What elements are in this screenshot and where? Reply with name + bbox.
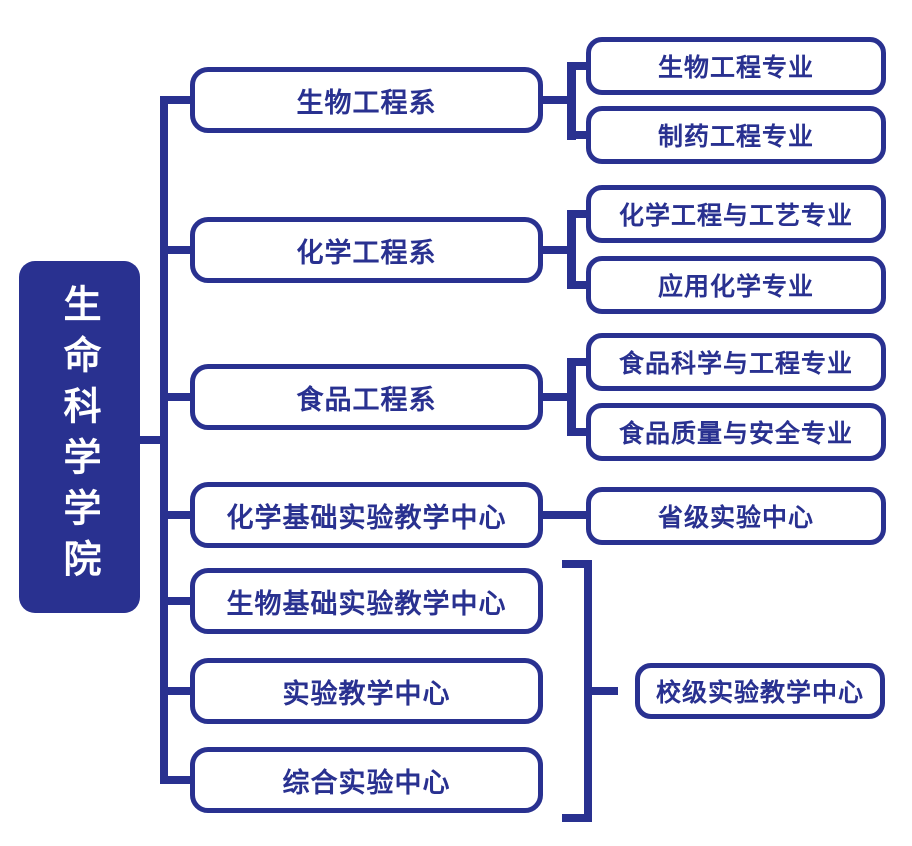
connector-fork3-vertical: [567, 358, 576, 436]
major-node-label: 应用化学专业: [657, 272, 814, 301]
connector-fork2-horizontal: [543, 246, 576, 254]
major-node-label: 食品科学与工程专业: [618, 349, 853, 378]
major-node-label: 化学工程与工艺专业: [618, 201, 853, 230]
center-node-label: 实验教学中心: [282, 678, 451, 710]
center-node-label: 综合实验中心: [282, 767, 451, 799]
dept-node-chem-engineering: 化学工程系: [190, 217, 543, 283]
connector-fork1-vertical: [567, 62, 576, 140]
major-node-pharma-engineering: 制药工程专业: [586, 106, 886, 164]
connector-branch-3: [164, 393, 192, 401]
connector-fork1-horizontal: [543, 96, 576, 104]
center-node-bio-basic-lab: 生物基础实验教学中心: [190, 568, 543, 634]
root-node-label: 生命科学学院: [57, 284, 101, 590]
major-node-food-quality-safety: 食品质量与安全专业: [586, 403, 886, 461]
major-node-label: 制药工程专业: [657, 122, 814, 151]
center-node-chem-basic-lab: 化学基础实验教学中心: [190, 482, 543, 548]
dept-node-bio-engineering: 生物工程系: [190, 67, 543, 133]
center-node-label: 校级实验教学中心: [655, 678, 864, 707]
connector-branch-1: [164, 96, 192, 104]
connector-fork3-horizontal: [543, 393, 576, 401]
dept-node-food-engineering: 食品工程系: [190, 364, 543, 430]
connector-fork3-stub-1: [567, 358, 586, 366]
dept-node-label: 生物工程系: [296, 87, 437, 119]
connector-branch-6: [164, 687, 192, 695]
bracket-stub: [592, 687, 618, 695]
major-node-label: 生物工程专业: [657, 53, 814, 82]
connector-branch-5: [164, 597, 192, 605]
connector-branch-4: [164, 511, 192, 519]
center-node-label: 省级实验中心: [657, 503, 814, 532]
center-node-label: 化学基础实验教学中心: [226, 502, 507, 534]
connector-fork1-stub-1: [567, 62, 586, 70]
dept-node-label: 化学工程系: [296, 237, 437, 269]
connector-fork2-stub-1: [567, 210, 586, 218]
center-node-provincial-lab: 省级实验中心: [586, 487, 886, 545]
center-node-school-level-lab: 校级实验教学中心: [635, 663, 885, 719]
connector-root-to-spine: [138, 436, 164, 444]
bracket-vertical: [584, 560, 592, 822]
connector-fork2-vertical: [567, 210, 576, 289]
major-node-applied-chemistry: 应用化学专业: [586, 256, 886, 314]
connector-fork2-stub-2: [567, 281, 586, 289]
major-node-label: 食品质量与安全专业: [618, 419, 853, 448]
center-node-experiment-teaching: 实验教学中心: [190, 658, 543, 724]
center-node-comprehensive-lab: 综合实验中心: [190, 747, 543, 813]
bracket-bottom-cap: [562, 814, 592, 822]
connector-branch-2: [164, 246, 192, 254]
connector-chem-lab-to-provincial: [543, 511, 586, 519]
connector-branch-7: [164, 776, 192, 784]
major-node-bio-engineering: 生物工程专业: [586, 37, 886, 95]
major-node-food-science-engineering: 食品科学与工程专业: [586, 333, 886, 391]
connector-fork1-stub-2: [567, 131, 586, 139]
connector-spine: [160, 96, 168, 784]
root-node-college: 生命科学学院: [19, 261, 140, 613]
center-node-label: 生物基础实验教学中心: [226, 588, 507, 620]
major-node-chem-eng-technology: 化学工程与工艺专业: [586, 185, 886, 243]
connector-fork3-stub-2: [567, 428, 586, 436]
dept-node-label: 食品工程系: [296, 384, 437, 416]
bracket-top-cap: [562, 560, 592, 568]
